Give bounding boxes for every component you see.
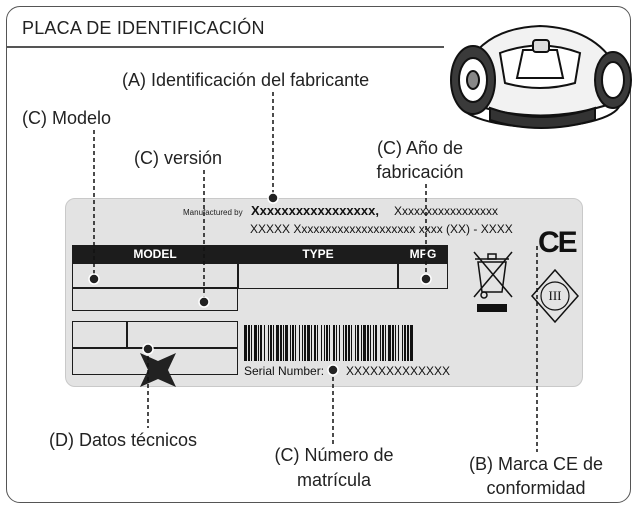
technical-data-divider xyxy=(72,347,238,349)
technical-data-vdivider xyxy=(126,321,128,348)
manufacturer-name: Xxxxxxxxxxxxxxxxx, xyxy=(251,203,379,218)
model-divider xyxy=(72,287,238,289)
callout-technical-data: (D) Datos técnicos xyxy=(49,430,198,450)
serial-value: XXXXXXXXXXXXX xyxy=(346,364,451,378)
callout-serial-line2: matrícula xyxy=(296,470,372,490)
mfg-box xyxy=(398,263,448,289)
serial-label: Serial Number: xyxy=(244,364,325,378)
callout-serial-line1: (C) Número de xyxy=(274,445,394,465)
type-header: TYPE xyxy=(238,245,398,263)
callout-manufacturer-id: (A) Identificación del fabricante xyxy=(122,70,370,90)
callout-year-line2: fabricación xyxy=(376,162,464,182)
manufactured-by-label: Manufactured by xyxy=(183,208,243,217)
callout-year-line1: (C) Año de xyxy=(376,138,464,158)
callout-ce-line1: (B) Marca CE de xyxy=(468,454,604,474)
page-title: PLACA DE IDENTIFICACIÓN xyxy=(22,18,265,38)
ce-mark-icon: CE xyxy=(538,226,578,259)
manufacturer-address-2: XXXXX Xxxxxxxxxxxxxxxxxxxx xxxx (XX) - X… xyxy=(250,222,513,236)
callout-ce-line2: conformidad xyxy=(486,478,586,498)
title-divider xyxy=(6,46,444,48)
model-header: MODEL xyxy=(72,245,238,263)
manufacturer-address-1: Xxxxxxxxxxxxxxxxx xyxy=(394,204,499,218)
mfg-header: MFG xyxy=(398,245,448,263)
callout-model: (C) Modelo xyxy=(22,108,112,128)
callout-version: (C) versión xyxy=(134,148,223,168)
type-box xyxy=(238,263,398,289)
class-iii-label: III xyxy=(548,288,562,303)
